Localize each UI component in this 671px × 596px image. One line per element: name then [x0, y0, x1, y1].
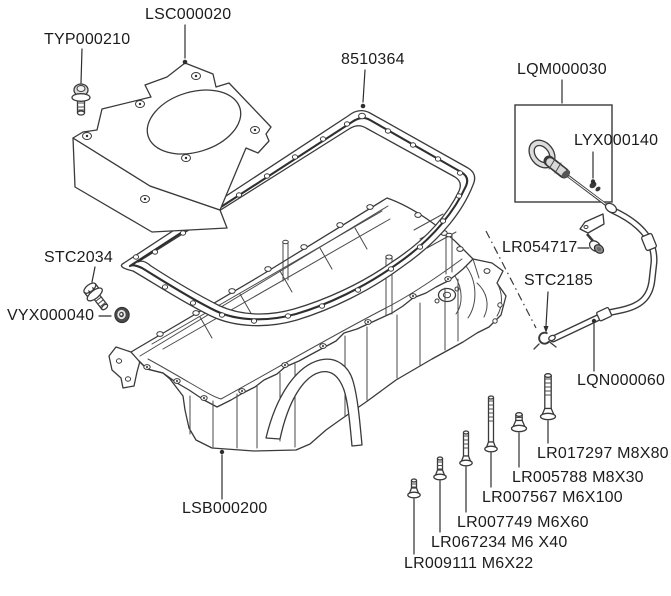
baffle-plate: [72, 24, 272, 233]
bolt-m6x22: [407, 478, 421, 555]
dipstick: [528, 139, 610, 209]
drain-plug: [83, 266, 109, 311]
dipstick-kit-frame: [514, 79, 613, 203]
oil-pan: [108, 197, 507, 500]
part-label-lr007567: LR007567 M6X100: [482, 489, 623, 506]
tube-clip: [485, 230, 557, 350]
sump-gasket: [120, 69, 476, 327]
part-label-stc2034: STC2034: [44, 249, 113, 266]
part-label-stc2185: STC2185: [524, 272, 593, 289]
part-label-lr007749: LR007749 M6X60: [457, 514, 589, 531]
part-label-lr054717: LR054717: [502, 239, 578, 256]
part-label-lqn000060: LQN000060: [577, 372, 666, 389]
bolt-m6x60: [459, 430, 473, 513]
bolt-m6x100: [484, 395, 498, 488]
part-label-lr005788: LR005788 M8X30: [512, 469, 644, 486]
fastener-row: [407, 373, 557, 555]
tube-bracket-bolt: [577, 213, 605, 254]
part-label-lr017297: LR017297 M8X80: [537, 445, 669, 462]
part-label-lr009111: LR009111 M6X22: [404, 555, 534, 572]
bolt-m8x30: [510, 412, 528, 468]
part-label-8510364: 8510364: [341, 51, 405, 68]
clip-alignment-line: [485, 230, 537, 329]
part-label-lyx000140: LYX000140: [574, 132, 659, 149]
part-label-lr067234: LR067234 M6 X40: [431, 534, 568, 551]
part-label-typ000210: TYP000210: [44, 31, 131, 48]
baffle-plate-bolt: [71, 48, 91, 116]
bolt-m8x80: [539, 373, 557, 444]
part-label-lsb000200: LSB000200: [182, 500, 268, 517]
drain-plug-washer: [98, 306, 130, 324]
bolt-m6x40: [433, 456, 447, 533]
part-label-vyx000040: VYX000040: [7, 307, 95, 324]
part-label-lqm000030: LQM000030: [517, 61, 607, 78]
part-label-lsc000020: LSC000020: [145, 6, 232, 23]
dipstick-tube: [548, 202, 658, 372]
